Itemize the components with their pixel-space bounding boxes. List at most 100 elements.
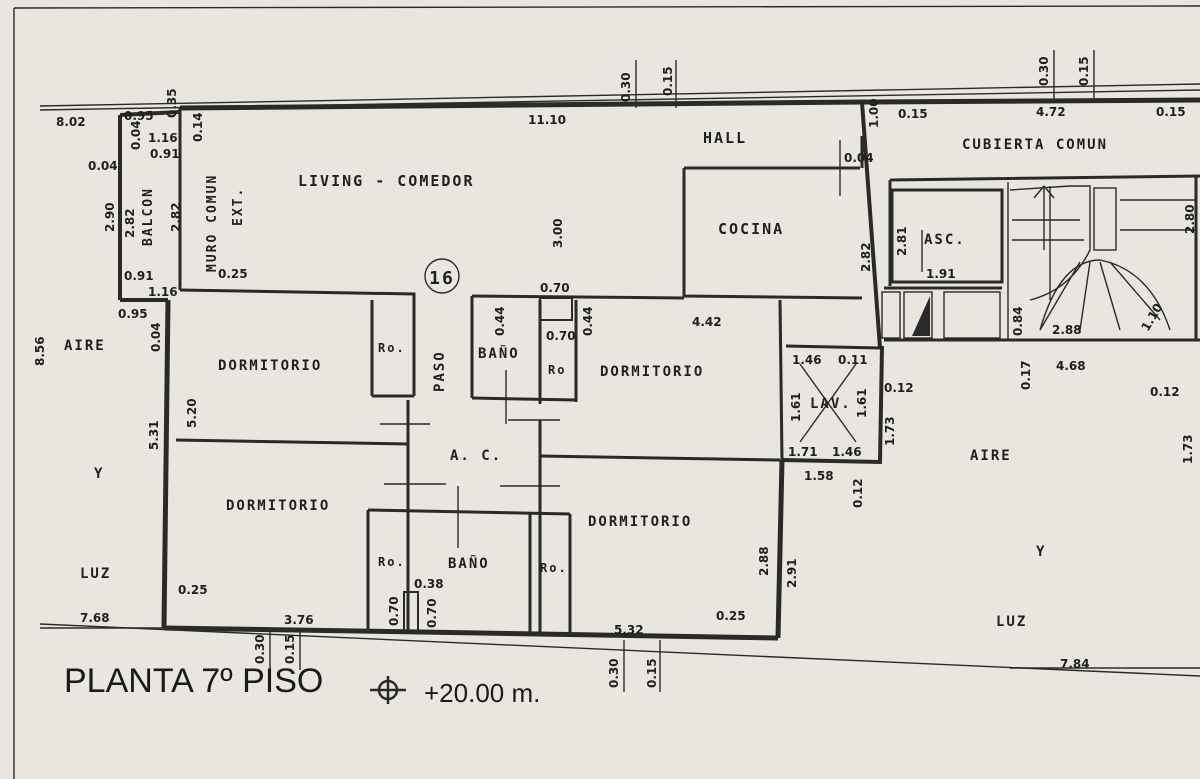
unit-number: 16 — [429, 268, 455, 289]
dim: 2.91 — [785, 558, 799, 588]
dim: 2.82 — [123, 208, 137, 238]
dim: 0.15 — [661, 66, 675, 96]
dim: 11.10 — [528, 113, 566, 127]
room-dormitorio-2: DORMITORIO — [600, 364, 704, 380]
plan-title: PLANTA 7º PISO — [64, 662, 323, 700]
dim: 2.88 — [1052, 323, 1082, 337]
dim: 7.84 — [1060, 657, 1090, 671]
room-asc: ASC. — [924, 232, 966, 248]
dim: 1.10 — [1138, 301, 1165, 334]
dim: 0.44 — [493, 306, 507, 336]
dim: 2.82 — [859, 242, 873, 272]
dim: 1.46 — [792, 353, 822, 367]
room-paso: PASO — [432, 350, 448, 392]
dim: 0.04 — [88, 159, 118, 173]
dim: 0.38 — [414, 577, 444, 591]
label-y-right: Y — [1036, 544, 1046, 560]
dim: 0.95 — [118, 307, 148, 321]
label-luz-left: LUZ — [80, 566, 111, 582]
room-dormitorio-1: DORMITORIO — [218, 358, 322, 374]
room-ro-4: Ro. — [540, 561, 568, 575]
dim: 1.46 — [832, 445, 862, 459]
unit-outer-walls — [118, 97, 1200, 641]
dim: 0.30 — [619, 72, 633, 102]
dim: 1.00 — [867, 98, 881, 128]
dim: 3.00 — [551, 218, 565, 248]
dim: 0.12 — [884, 381, 914, 395]
dim: 0.91 — [150, 147, 180, 161]
room-lav: LAV. — [810, 396, 852, 412]
label-muro-comun: MURO COMUN — [205, 174, 220, 272]
dim: 0.91 — [124, 269, 154, 283]
dim: 4.72 — [1036, 105, 1066, 119]
dim: 3.76 — [284, 613, 314, 627]
room-dormitorio-4: DORMITORIO — [588, 514, 692, 530]
dim: 1.61 — [789, 392, 803, 422]
dim: 1.91 — [926, 267, 956, 281]
dim: 0.15 — [898, 107, 928, 121]
dim: 0.04 — [129, 120, 143, 150]
dim: 1.73 — [1181, 434, 1195, 464]
dim: 5.32 — [614, 623, 644, 637]
dim: 1.73 — [883, 416, 897, 446]
dim: 0.30 — [1037, 56, 1051, 86]
dim: 0.35 — [165, 88, 179, 118]
room-cubierta-comun: CUBIERTA COMUN — [962, 137, 1108, 153]
dim: 0.04 — [844, 151, 874, 165]
dim: 2.88 — [757, 546, 771, 576]
dim: 0.30 — [253, 634, 267, 664]
dim: 0.70 — [546, 329, 576, 343]
room-balcon: BALCON — [141, 187, 156, 246]
plan-level: +20.00 m. — [424, 678, 540, 708]
dim: 2.81 — [895, 226, 909, 256]
room-ro-3: Ro. — [378, 555, 406, 569]
dim: 0.15 — [645, 658, 659, 688]
dim: 0.04 — [149, 322, 163, 352]
dim: 7.68 — [80, 611, 110, 625]
dim: 4.42 — [692, 315, 722, 329]
ref-line-bottom — [39, 623, 1200, 677]
duct-2 — [403, 591, 419, 633]
room-bano-2: BAÑO — [448, 555, 490, 572]
room-ac: A. C. — [450, 448, 502, 464]
dim: 5.20 — [185, 398, 199, 428]
room-cocina: COCINA — [718, 220, 784, 238]
dim: 0.70 — [387, 596, 401, 626]
dim: 0.12 — [1150, 385, 1180, 399]
dim: 0.70 — [425, 598, 439, 628]
dim: 0.95 — [124, 109, 154, 123]
label-aire-left: AIRE — [64, 338, 106, 354]
dim: 1.16 — [148, 131, 178, 145]
dim: 8.02 — [56, 115, 86, 129]
dim: 5.31 — [147, 420, 161, 450]
ref-line-top-1 — [39, 83, 1200, 107]
dimensions: 0.30 0.15 0.30 0.15 8.02 0.95 0.35 11.10… — [33, 56, 1197, 688]
dim: 0.15 — [283, 634, 297, 664]
dim: 1.71 — [788, 445, 818, 459]
dim: 0.25 — [218, 267, 248, 281]
interior-walls — [175, 136, 881, 634]
dim: 1.58 — [804, 469, 834, 483]
duct-1 — [539, 297, 573, 321]
dim: 2.80 — [1183, 204, 1197, 234]
common-area — [881, 174, 1200, 342]
dim: 0.25 — [716, 609, 746, 623]
dim: 8.56 — [33, 336, 47, 366]
unit-number-circle — [424, 258, 460, 294]
dim: 0.11 — [838, 353, 868, 367]
door-marks — [380, 140, 1055, 548]
room-bano-1: BAÑO — [478, 345, 520, 362]
dim: 0.15 — [1156, 105, 1186, 119]
room-ro-1: Ro. — [378, 341, 406, 355]
dim: 0.17 — [1019, 360, 1033, 390]
dim: 1.16 — [148, 285, 178, 299]
dim: 0.15 — [1077, 56, 1091, 86]
dim: 0.84 — [1011, 306, 1025, 336]
dim: 1.61 — [855, 388, 869, 418]
dimension-ticks — [40, 50, 1200, 692]
room-dormitorio-3: DORMITORIO — [226, 498, 330, 514]
page-border-top — [13, 5, 1200, 9]
dim: 2.90 — [103, 202, 117, 232]
